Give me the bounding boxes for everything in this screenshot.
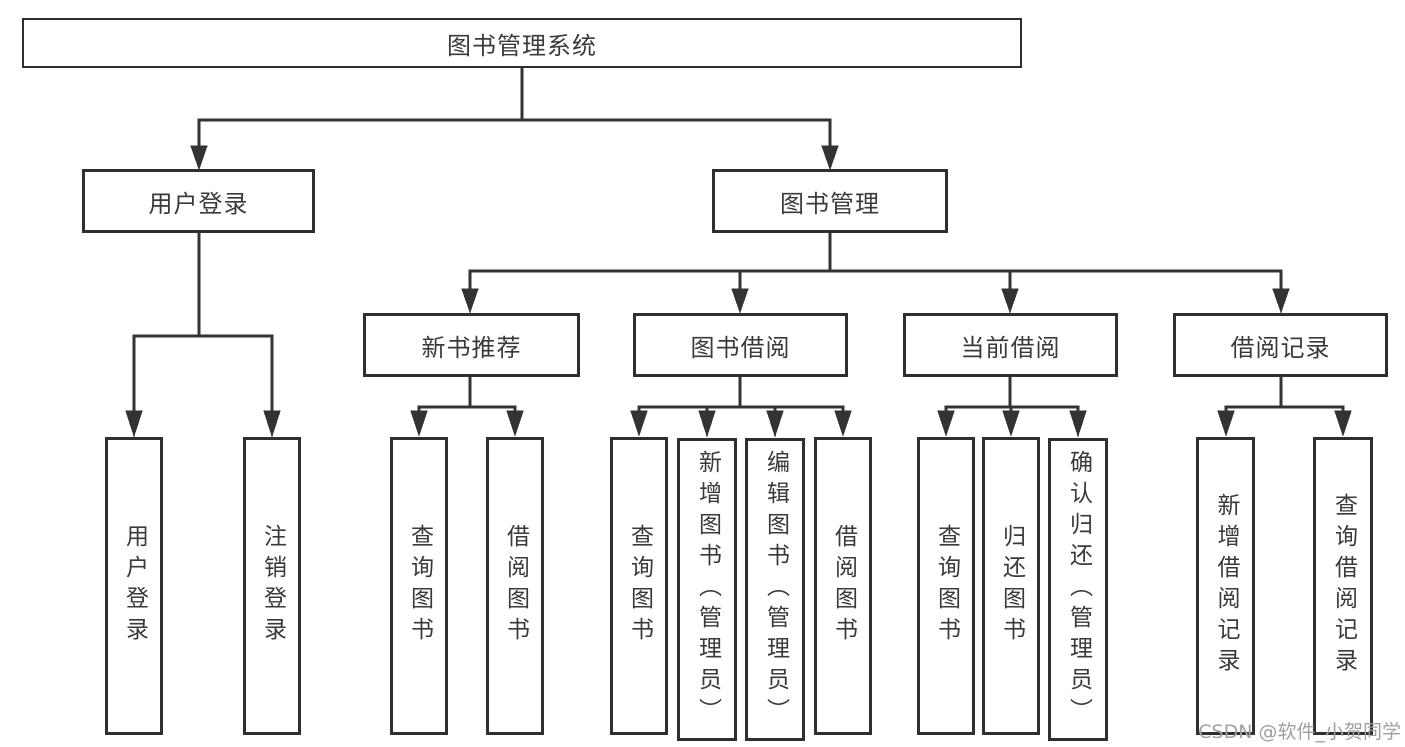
node-book-borrow: 图书借阅 (633, 313, 848, 377)
node-user-login-leaf: 用户登录 (105, 437, 163, 735)
arrow-head (1002, 410, 1020, 437)
arrow-head (506, 410, 524, 437)
node-query-borrow-record: 查询借阅记录 (1313, 437, 1373, 735)
arrow-head (1272, 288, 1290, 314)
arrow-head (731, 288, 749, 314)
connector-new-book-to-leaves (410, 377, 524, 437)
connector-root-to-level2 (190, 66, 839, 171)
arrow-head (766, 410, 784, 438)
node-confirm-return-admin: 确认归还（管理员） (1048, 438, 1108, 741)
arrow-head (937, 410, 955, 437)
connector-current-borrow-to-leaves (937, 377, 1087, 438)
node-current-borrow: 当前借阅 (903, 313, 1118, 377)
node-borrow-books-leaf: 借阅图书 (814, 437, 872, 735)
node-edit-books-admin: 编辑图书（管理员） (745, 438, 805, 741)
arrow-head (834, 410, 852, 437)
connector-borrow-record-to-leaves (1217, 377, 1352, 437)
arrow-head (698, 410, 716, 438)
arrow-head (821, 145, 839, 171)
arrow-head (1334, 410, 1352, 437)
node-query-books-borrow: 查询图书 (610, 437, 668, 735)
arrow-head (1001, 288, 1019, 314)
node-user-login-module: 用户登录 (82, 169, 315, 233)
arrow-head (125, 410, 143, 438)
node-logout: 注销登录 (243, 437, 301, 735)
arrow-head (1069, 410, 1087, 438)
csdn-watermark: CSDN @软件_小贺同学 (1198, 721, 1401, 743)
node-query-books-current: 查询图书 (917, 437, 975, 735)
arrow-head (410, 410, 428, 437)
arrow-head (263, 410, 281, 438)
connector-user-login-to-leaves (125, 233, 281, 438)
arrow-head (1217, 410, 1235, 437)
node-query-books-recommend: 查询图书 (390, 437, 448, 735)
node-borrow-books-recommend: 借阅图书 (486, 437, 544, 735)
node-borrow-record: 借阅记录 (1173, 313, 1388, 377)
node-return-books: 归还图书 (982, 437, 1040, 735)
arrow-head (190, 145, 208, 171)
connector-book-borrow-to-leaves (630, 377, 852, 438)
arrow-head (630, 410, 648, 437)
node-new-book-recommend: 新书推荐 (363, 313, 580, 377)
node-book-management-module: 图书管理 (712, 169, 948, 233)
connector-book-mgmt-to-level3 (461, 233, 1290, 314)
arrow-head (461, 288, 479, 314)
node-add-borrow-record: 新增借阅记录 (1196, 437, 1255, 735)
node-root-system: 图书管理系统 (22, 18, 1022, 68)
node-add-books-admin: 新增图书（管理员） (677, 438, 737, 741)
